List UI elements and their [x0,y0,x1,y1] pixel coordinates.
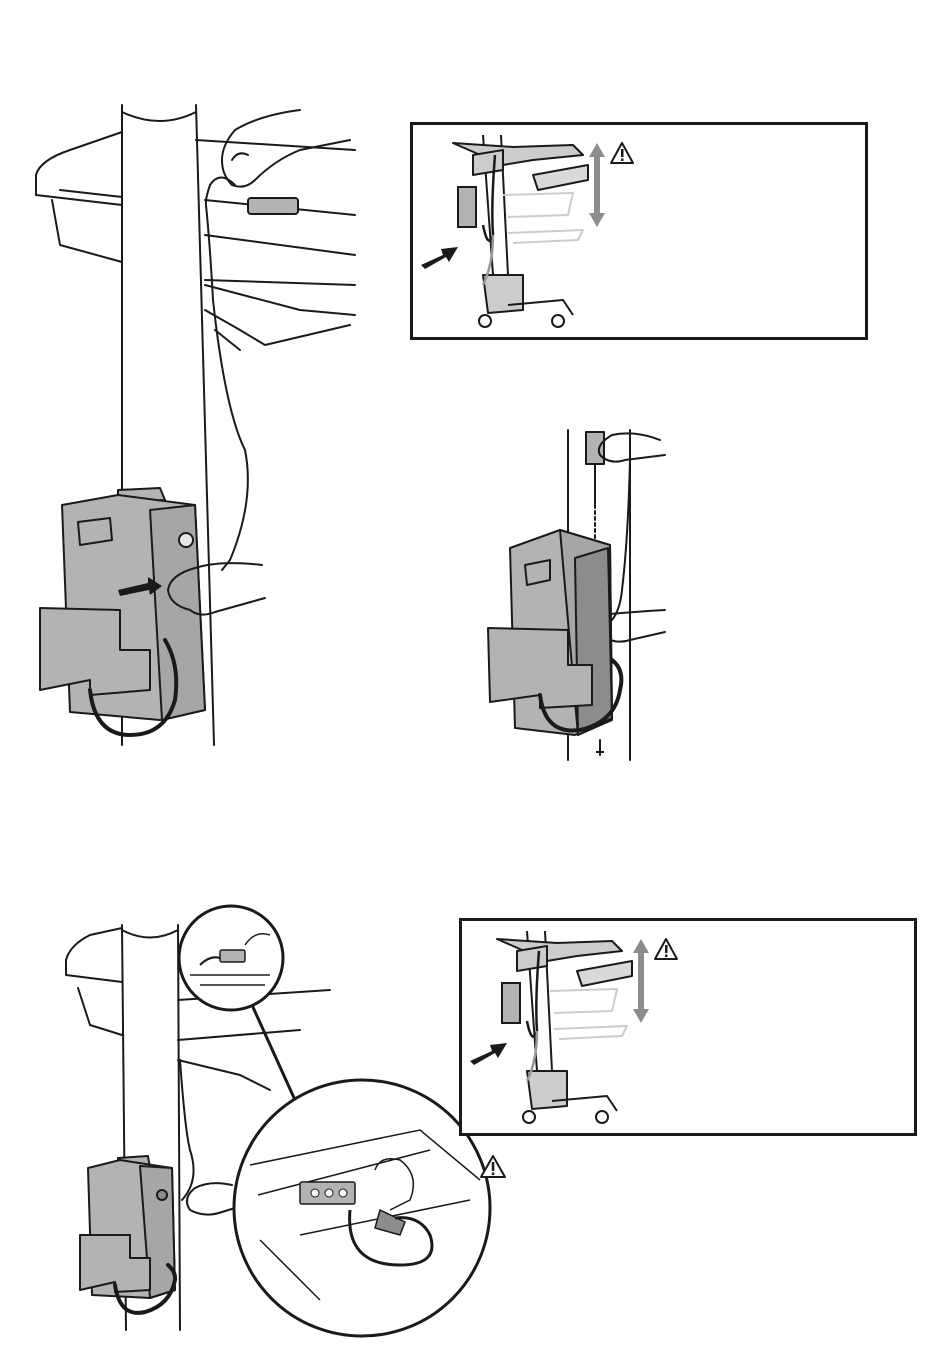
height-double-arrow [633,939,649,1023]
point-arrow [421,247,458,269]
hand-top [222,110,350,187]
insert-arrow [118,577,162,596]
power-module-housing [40,488,205,720]
height-adjust-callout-2 [459,918,917,1136]
height-adjust-callout-1 [410,122,868,340]
magnifier-circle-small [179,906,283,1010]
work-surface [36,132,122,175]
warning-icon [480,1155,506,1179]
magnifier-circle-large [234,1080,490,1336]
warning-icon [611,143,633,163]
power-brick [248,198,298,214]
warning-icon [655,939,677,959]
hand-plugging-cable [168,563,265,614]
cart-height-diagram [413,125,865,337]
power-cable [206,205,248,570]
height-double-arrow [589,143,605,227]
cart-height-diagram-2 [462,921,914,1133]
screwdriver-icon [586,432,604,464]
point-arrow [470,1043,507,1065]
